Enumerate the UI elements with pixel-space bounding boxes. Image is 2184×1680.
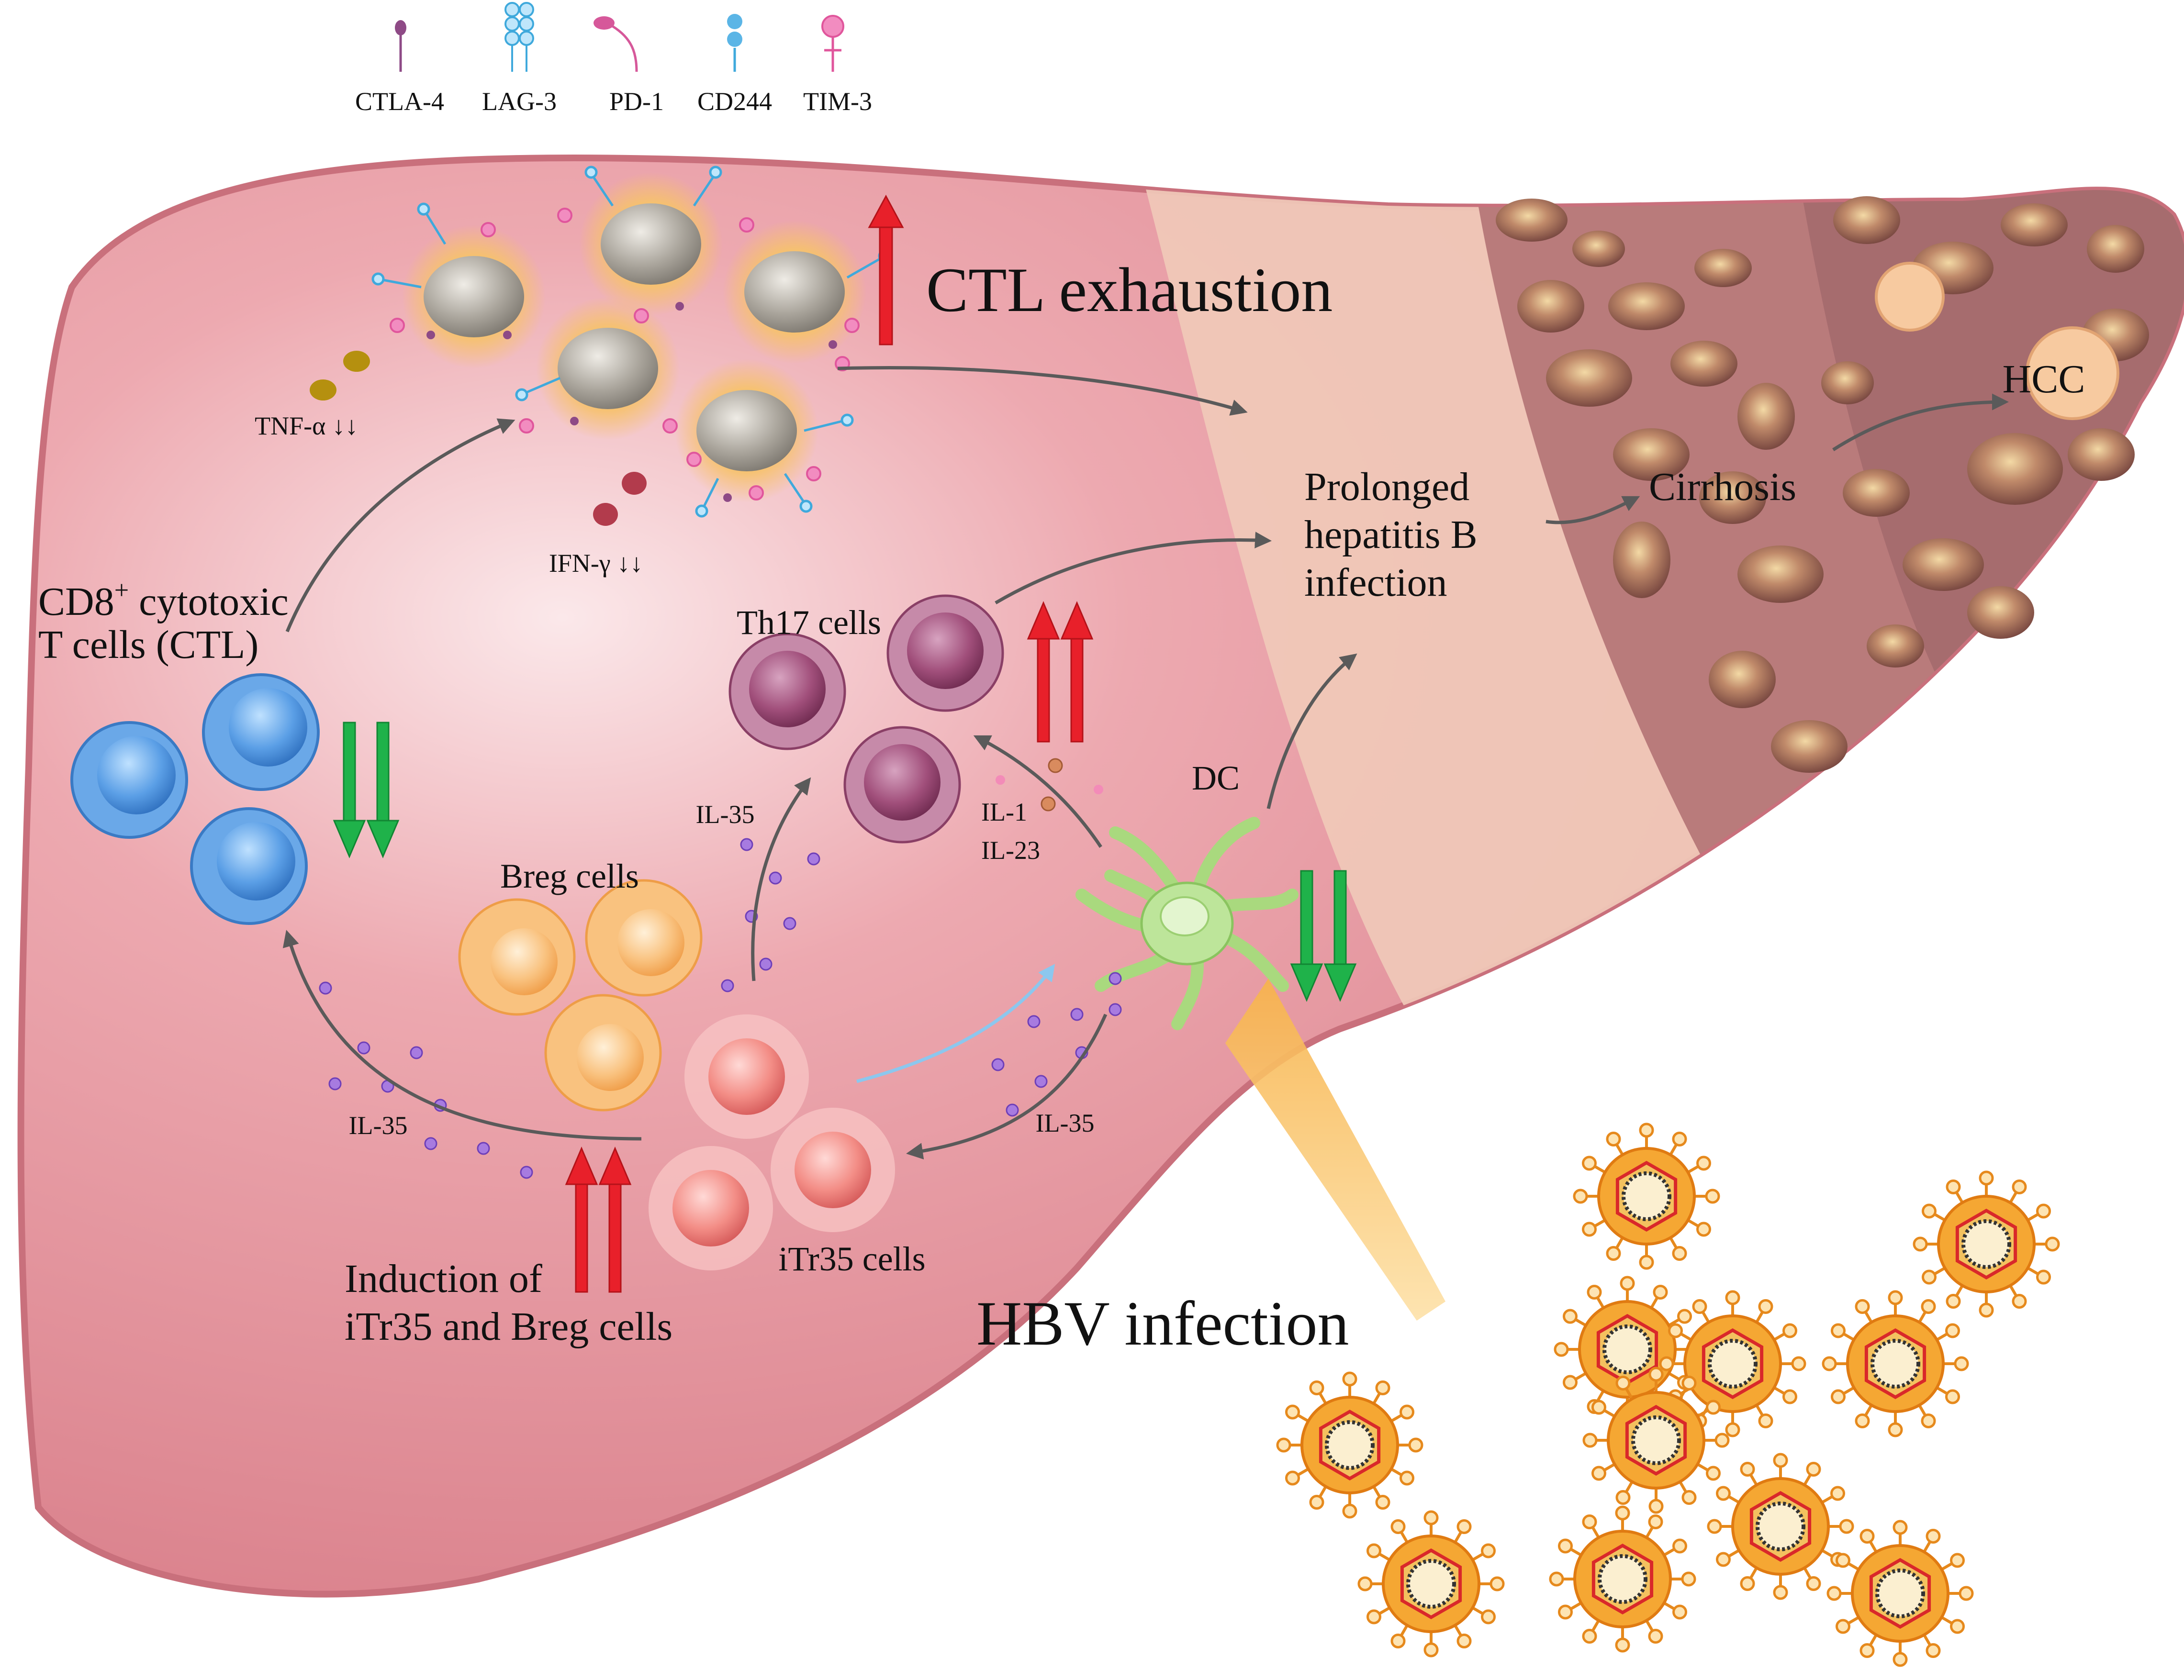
cirrhosis-nodules (1496, 196, 2149, 773)
exhausted-cell (536, 297, 680, 440)
itr35-cells (649, 1014, 895, 1270)
il23-label: IL-23 (981, 836, 1040, 865)
ctl-label: CD8+ cytotoxic T cells (CTL) (38, 576, 289, 667)
ctl-cell (202, 673, 320, 791)
pd1-receptor-icon (594, 16, 638, 72)
arrow-exhaustion-to-infection (837, 366, 1248, 416)
legend-label-tim3: TIM-3 (803, 87, 872, 116)
th17-cells (728, 594, 1004, 844)
ifn-gamma-label: IFN-γ ↓↓ (549, 549, 643, 578)
ctl-exhaustion-label: CTL exhaustion (926, 255, 1333, 325)
prolonged-infection-label-line3: infection (1304, 560, 1447, 605)
th17-label: Th17 cells (737, 603, 881, 642)
itr35-cell (684, 1014, 809, 1139)
ctl-cell (70, 721, 188, 839)
up-arrow-icon (868, 194, 904, 345)
dendritic-cell (1075, 817, 1299, 1030)
hbv-virion (1549, 1505, 1696, 1653)
svg-text:CD8+ cytotoxic: CD8+ cytotoxic (38, 576, 289, 624)
arrow-ctl-to-exhaustion (285, 418, 515, 633)
legend-label-cd244: CD244 (697, 87, 772, 116)
hbv-virion (1573, 1123, 1720, 1270)
tnf-alpha-label: TNF-α ↓↓ (255, 412, 358, 440)
dc-label: DC (1192, 759, 1240, 797)
hbv-virion (1822, 1290, 1969, 1437)
prolonged-infection-label-line1: Prolonged (1304, 465, 1469, 509)
tim3-receptor-icon (821, 15, 844, 72)
cd244-receptor-icon (727, 14, 742, 72)
il35-label-top: IL-35 (696, 800, 755, 829)
legend-label-pd1: PD-1 (609, 87, 664, 116)
hbv-virion (1707, 1453, 1854, 1600)
prolonged-infection-label-line2: hepatitis B (1304, 512, 1478, 557)
hbv-virion (1659, 1290, 1806, 1437)
arrow-itr35-to-dc (856, 964, 1055, 1083)
double-up-arrow-icon (1027, 601, 1094, 743)
il1-il23-particles (996, 758, 1103, 812)
breg-cell (458, 898, 576, 1016)
arrow-dc-to-itr35 (906, 1013, 1108, 1160)
hbv-virion (1913, 1170, 2060, 1318)
il1-label: IL-1 (981, 798, 1027, 826)
flow-arrows (282, 366, 2009, 1160)
arrow-infection-to-cirrhosis (1546, 496, 1640, 524)
breg-label: Breg cells (500, 857, 639, 895)
hbv-virion (1357, 1510, 1505, 1658)
exhausted-cell (579, 172, 723, 316)
exhausted-ctl-cluster (371, 166, 891, 518)
arrow-cirrhosis-to-hcc (1832, 393, 2009, 451)
legend-label-ctla4: CTLA-4 (355, 87, 444, 116)
cytokine-particles (310, 351, 647, 526)
hbv-infection-label: HBV infection (976, 1288, 1349, 1358)
arrow-dc-to-th17 (973, 735, 1102, 848)
cirrhosis-label: Cirrhosis (1649, 465, 1796, 509)
ctl-label-line2: T cells (CTL) (38, 623, 258, 667)
itr35-cell (771, 1108, 895, 1232)
healthy-band (1144, 182, 1704, 1029)
hbv-virion (1826, 1520, 1974, 1667)
breg-cell (544, 994, 662, 1112)
arrow-itr35-to-th17 (751, 777, 811, 981)
induction-label-line2: iTr35 and Breg cells (345, 1304, 672, 1349)
itr35-label: iTr35 cells (778, 1240, 925, 1278)
exhausted-cell (402, 225, 546, 368)
legend: CTLA-4 LAG-3 PD-1 CD244 TIM-3 (355, 2, 872, 116)
hbv-entry-beam (1225, 979, 1445, 1321)
arrow-dc-to-infection (1266, 653, 1357, 809)
arrow-th17-to-infection (995, 532, 1272, 605)
legend-label-lag3: LAG-3 (482, 87, 557, 116)
double-down-arrow-icon (333, 722, 400, 858)
ctla4-receptor-icon (395, 20, 406, 72)
induction-label-line1: Induction of (345, 1257, 542, 1301)
exhausted-cell (723, 220, 866, 364)
th17-cell (843, 726, 961, 844)
double-up-arrow-icon (565, 1146, 632, 1293)
th17-cell (886, 594, 1004, 712)
il35-label-left: IL-35 (349, 1111, 408, 1140)
exhausted-cell (675, 359, 818, 502)
double-down-arrow-icon (1290, 870, 1357, 1002)
arrow-itr35-to-ctl (282, 930, 642, 1141)
hcc-label: HCC (2003, 357, 2085, 401)
hbv-virion (1276, 1371, 1423, 1519)
hbv-virions (1276, 1123, 2060, 1667)
lag3-receptor-icon (504, 2, 534, 72)
il35-label-right: IL-35 (1036, 1109, 1095, 1137)
ctl-cell (190, 807, 308, 925)
breg-cell (585, 879, 703, 997)
hbv-virion (1582, 1367, 1730, 1514)
itr35-cell (649, 1146, 773, 1270)
th17-cell (728, 633, 846, 750)
cd8-ctl-cells (70, 673, 320, 925)
breg-cells (458, 879, 703, 1112)
